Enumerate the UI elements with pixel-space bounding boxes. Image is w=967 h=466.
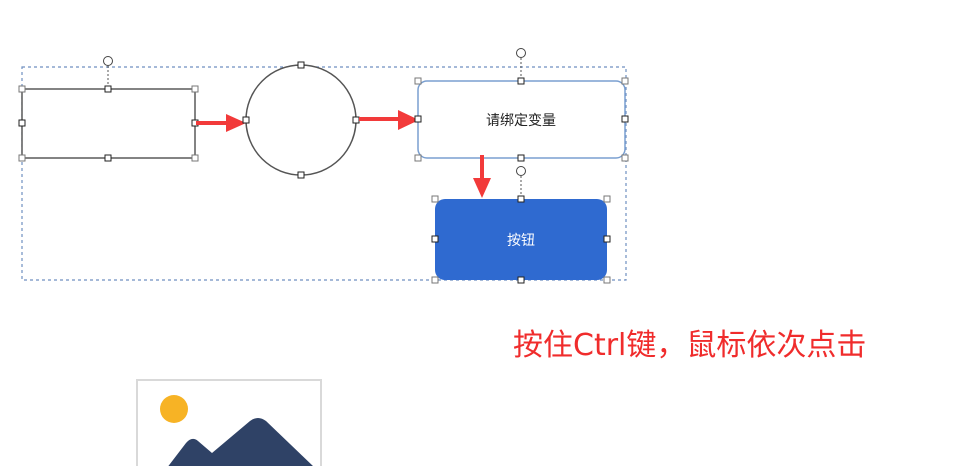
variable-box-handle-sw[interactable] <box>414 154 422 162</box>
rectangle-handle-nw[interactable] <box>18 85 26 93</box>
rectangle-handle-ne[interactable] <box>191 85 199 93</box>
rectangle-handle-sw[interactable] <box>18 154 26 162</box>
button-handle-sw[interactable] <box>431 276 439 284</box>
button-handle-e[interactable] <box>603 235 611 243</box>
button-handle-w[interactable] <box>431 235 439 243</box>
variable-box-handle-s[interactable] <box>517 154 525 162</box>
rectangle-handle-s[interactable] <box>104 154 112 162</box>
sun-icon <box>160 395 188 423</box>
button-rotate-handle[interactable] <box>516 166 526 176</box>
rectangle-handle-n[interactable] <box>104 85 112 93</box>
button-handle-se[interactable] <box>603 276 611 284</box>
shape-variable-box[interactable]: 请绑定变量 <box>414 48 629 162</box>
shape-button[interactable]: 按钮 <box>431 166 611 284</box>
circle-handle-s[interactable] <box>297 171 305 179</box>
button-handle-n[interactable] <box>517 195 525 203</box>
arrow-right-icon <box>359 110 419 130</box>
instruction-text: 按住Ctrl键，鼠标依次点击 <box>513 328 867 363</box>
group-selection-box <box>21 66 627 281</box>
circle-handle-n[interactable] <box>297 61 305 69</box>
variable-box-handle-n[interactable] <box>517 77 525 85</box>
button-handle-s[interactable] <box>517 276 525 284</box>
circle-body[interactable] <box>245 64 357 176</box>
image-placeholder-icon <box>160 395 313 466</box>
image-placeholder <box>136 379 322 466</box>
button-label: 按钮 <box>507 233 535 249</box>
variable-box-handle-ne[interactable] <box>621 77 629 85</box>
variable-box-handle-w[interactable] <box>414 115 422 123</box>
circle-handle-e[interactable] <box>352 116 360 124</box>
rectangle-handle-w[interactable] <box>18 119 26 127</box>
rectangle-rotate-handle[interactable] <box>103 56 113 66</box>
arrow-right-icon <box>196 114 246 132</box>
variable-box-handle-se[interactable] <box>621 154 629 162</box>
shape-circle[interactable] <box>242 61 360 179</box>
variable-box-handle-e[interactable] <box>621 115 629 123</box>
button-body[interactable] <box>435 199 607 280</box>
circle-handle-w[interactable] <box>242 116 250 124</box>
shape-rectangle[interactable] <box>18 56 199 162</box>
mountain-icon <box>168 418 313 466</box>
rectangle-body[interactable] <box>21 88 196 159</box>
variable-box-label: 请绑定变量 <box>486 113 556 129</box>
variable-box-handle-nw[interactable] <box>414 77 422 85</box>
arrow-down-icon <box>473 155 491 198</box>
variable-box-rotate-handle[interactable] <box>516 48 526 58</box>
button-handle-ne[interactable] <box>603 195 611 203</box>
rectangle-handle-se[interactable] <box>191 154 199 162</box>
button-handle-nw[interactable] <box>431 195 439 203</box>
